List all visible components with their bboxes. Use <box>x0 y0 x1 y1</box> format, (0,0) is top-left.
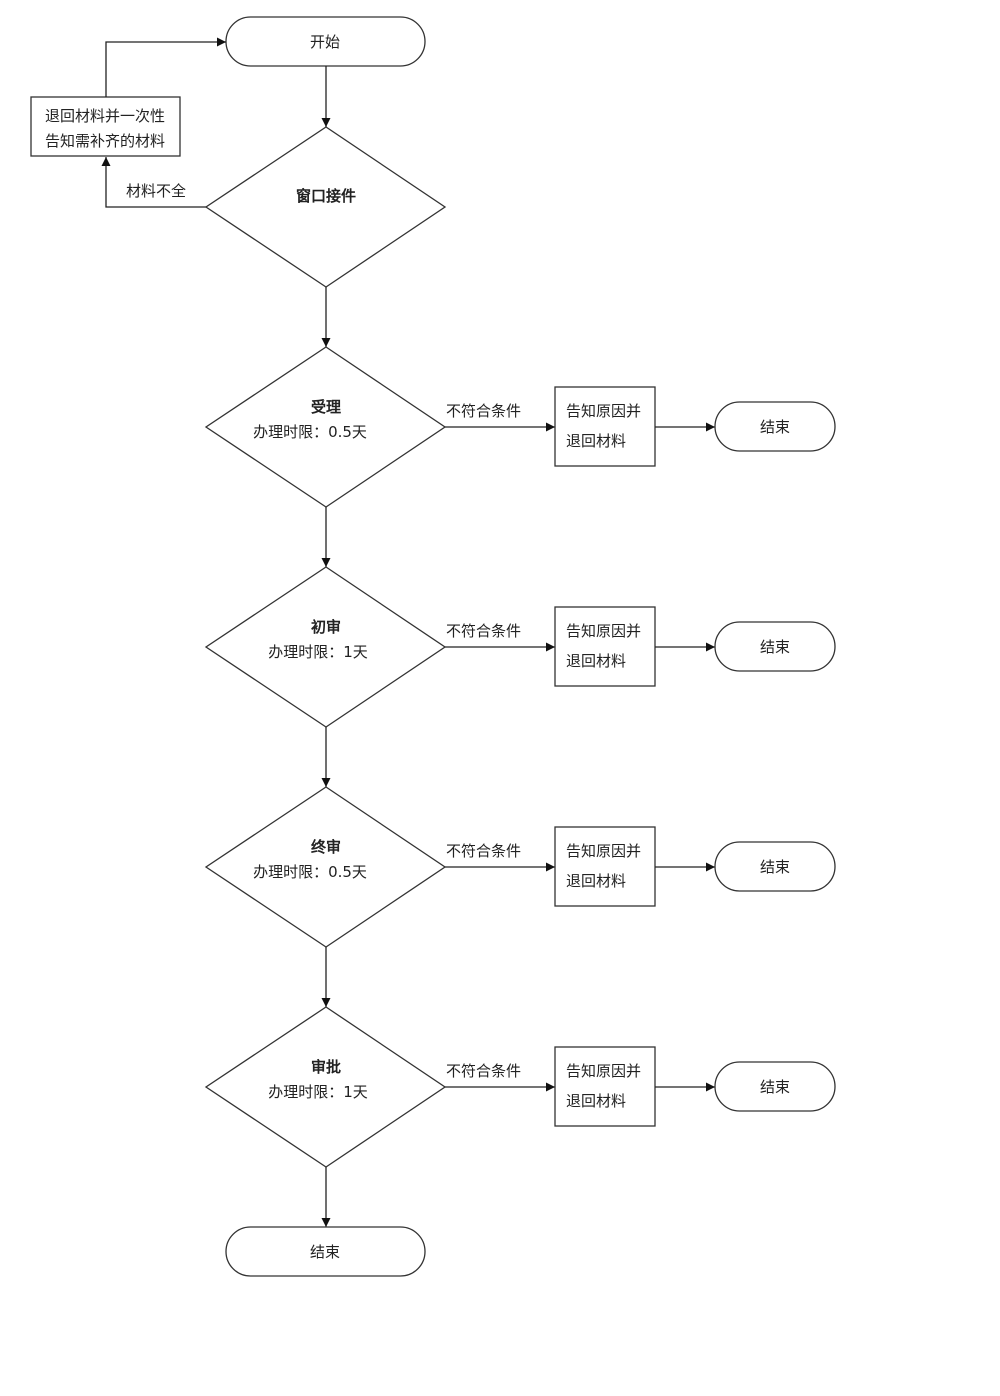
step-3-decision: 终审 办理时限：0.5天 <box>204 786 447 948</box>
step-2-end-node: 结束 <box>714 621 836 672</box>
step-4-end-node: 结束 <box>714 1061 836 1112</box>
step-3-title: 终审 <box>311 838 341 856</box>
step-1-end-node: 结束 <box>714 401 836 452</box>
incomplete-label: 材料不全 <box>126 182 186 200</box>
step-3-end-node: 结束 <box>714 841 836 892</box>
step-1-reject-line-2: 退回材料 <box>566 432 626 450</box>
edge-intake-to-return <box>101 157 206 208</box>
step-1-reject-label: 不符合条件 <box>446 402 521 420</box>
step-3-end-label: 结束 <box>760 858 790 876</box>
step-1-reject-line-1: 告知原因并 <box>566 402 641 420</box>
return-materials-line-1: 退回材料并一次性 <box>45 107 165 125</box>
step-2-end-label: 结束 <box>760 638 790 656</box>
final-end-label: 结束 <box>310 1243 340 1261</box>
step-3-reject-box: 告知原因并 退回材料 <box>554 826 656 907</box>
intake-title: 窗口接件 <box>296 187 356 205</box>
start-node: 开始 <box>225 16 426 67</box>
step-1-reject-box: 告知原因并 退回材料 <box>554 386 656 467</box>
step-1-end-label: 结束 <box>760 418 790 436</box>
step-4-title: 审批 <box>311 1058 341 1076</box>
step-4-time-limit: 办理时限：1天 <box>268 1083 368 1101</box>
step-2-reject-label: 不符合条件 <box>446 622 521 640</box>
return-materials-box: 退回材料并一次性 告知需补齐的材料 <box>30 96 181 157</box>
step-2-reject-box: 告知原因并 退回材料 <box>554 606 656 687</box>
step-3-reject-line-2: 退回材料 <box>566 872 626 890</box>
edge-return-to-start <box>105 37 226 97</box>
step-3-time-limit: 办理时限：0.5天 <box>253 863 367 881</box>
step-4-decision: 审批 办理时限：1天 <box>204 1006 447 1168</box>
final-end-node: 结束 <box>225 1226 426 1277</box>
step-3-reject-label: 不符合条件 <box>446 842 521 860</box>
step-2-title: 初审 <box>311 618 341 636</box>
step-4-end-label: 结束 <box>760 1078 790 1096</box>
step-2-decision: 初审 办理时限：1天 <box>204 566 447 728</box>
intake-decision: 窗口接件 <box>204 126 447 288</box>
step-1-decision: 受理 办理时限：0.5天 <box>204 346 447 508</box>
start-label: 开始 <box>310 33 340 51</box>
step-2-time-limit: 办理时限：1天 <box>268 643 368 661</box>
step-2-reject-line-2: 退回材料 <box>566 652 626 670</box>
step-2-reject-line-1: 告知原因并 <box>566 622 641 640</box>
step-4-reject-box: 告知原因并 退回材料 <box>554 1046 656 1127</box>
step-4-reject-label: 不符合条件 <box>446 1062 521 1080</box>
step-4-reject-line-1: 告知原因并 <box>566 1062 641 1080</box>
return-materials-line-2: 告知需补齐的材料 <box>45 132 165 150</box>
step-3-reject-line-1: 告知原因并 <box>566 842 641 860</box>
step-4-reject-line-2: 退回材料 <box>566 1092 626 1110</box>
step-1-time-limit: 办理时限：0.5天 <box>253 423 367 441</box>
step-1-title: 受理 <box>311 398 341 416</box>
